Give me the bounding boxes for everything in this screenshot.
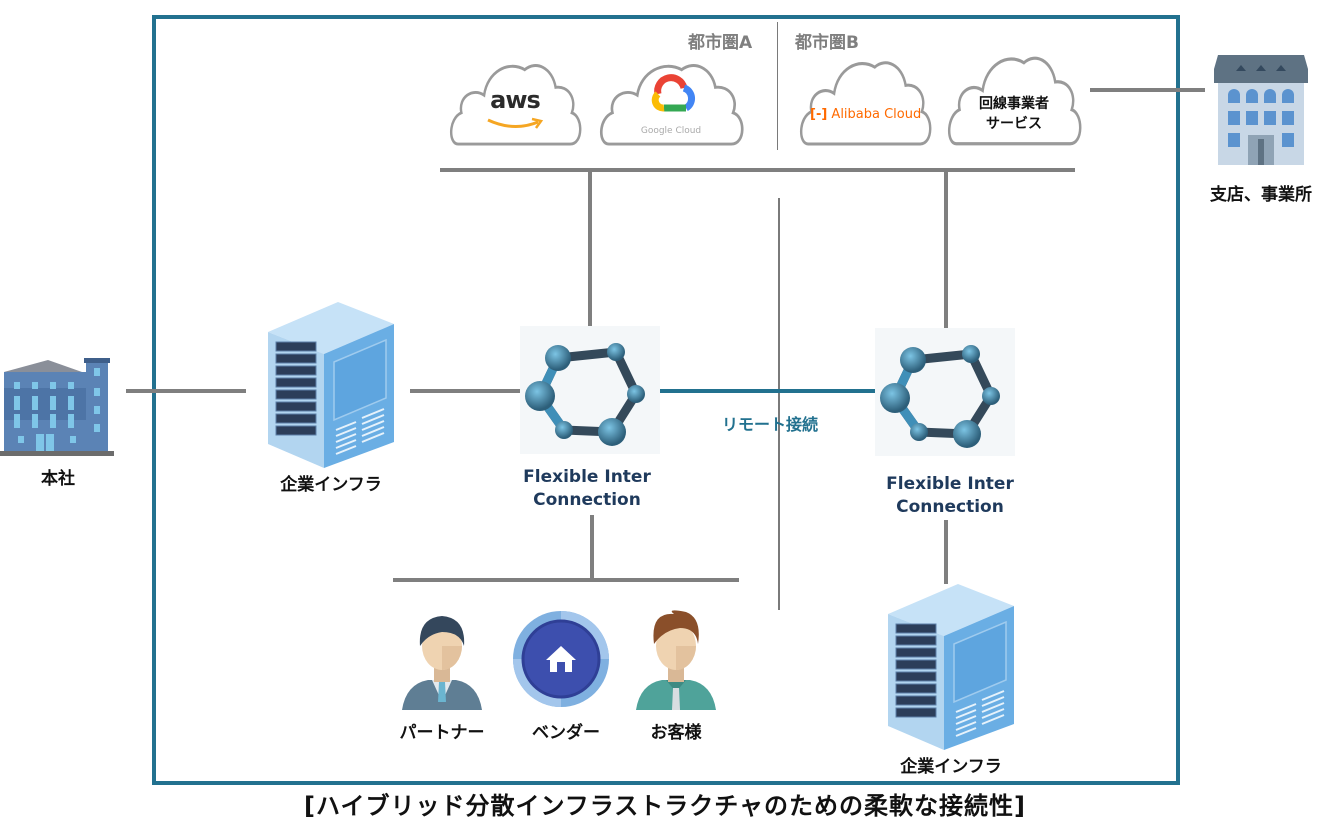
customer-icon bbox=[636, 610, 716, 710]
connector-right-fic-up bbox=[944, 172, 948, 328]
enterprise-infra-right bbox=[888, 584, 1014, 750]
office-building-icon bbox=[1214, 55, 1308, 165]
diagram-frame bbox=[152, 15, 1180, 785]
connector-infra-fic bbox=[410, 389, 520, 393]
connector-fic-parties bbox=[590, 515, 594, 580]
enterprise-infra-right-label: 企業インフラ bbox=[900, 757, 1002, 777]
connector-hq bbox=[126, 389, 246, 393]
branch-office bbox=[1214, 53, 1308, 165]
cloud-aws: aws bbox=[449, 58, 582, 148]
connector-left-fic-up bbox=[588, 172, 592, 328]
aws-smile-icon bbox=[487, 117, 544, 129]
region-divider-top bbox=[777, 22, 778, 150]
server-rack-icon bbox=[268, 302, 394, 468]
vendor bbox=[512, 610, 610, 708]
enterprise-infra-left bbox=[268, 302, 394, 468]
fic-left bbox=[520, 326, 660, 454]
cloud-google: Google Cloud bbox=[599, 58, 744, 148]
carrier-line2: サービス bbox=[986, 116, 1042, 132]
businessman-icon bbox=[402, 616, 482, 710]
region-a-label: 都市圏A bbox=[688, 33, 753, 53]
network-hexagon-icon bbox=[525, 343, 645, 446]
branch-office-label: 支店、事業所 bbox=[1210, 185, 1312, 205]
region-b-label: 都市圏B bbox=[795, 33, 859, 53]
carrier-line1: 回線事業者 bbox=[979, 96, 1049, 112]
cloud-bus-line bbox=[440, 168, 1075, 172]
remote-link-label: リモート接続 bbox=[722, 415, 819, 434]
fic-left-line2: Connection bbox=[533, 490, 641, 510]
region-divider-main bbox=[778, 198, 780, 610]
customer-label: お客様 bbox=[650, 723, 702, 743]
alibaba-cloud-text: Alibaba Cloud bbox=[831, 107, 922, 122]
network-hexagon-icon bbox=[880, 345, 1000, 448]
parties-bus-line bbox=[393, 578, 739, 582]
fic-right-line2: Connection bbox=[896, 497, 1004, 517]
fic-right bbox=[875, 328, 1015, 456]
headquarters-label: 本社 bbox=[41, 469, 75, 489]
partner-label: パートナー bbox=[399, 723, 485, 743]
cloud-alibaba: [-] Alibaba Cloud bbox=[799, 55, 932, 148]
fic-right-label: Flexible Inter Connection bbox=[850, 473, 1050, 519]
server-rack-icon bbox=[888, 584, 1014, 750]
fic-right-line1: Flexible Inter bbox=[886, 474, 1014, 494]
enterprise-infra-left-label: 企業インフラ bbox=[280, 475, 382, 495]
fic-left-label: Flexible Inter Connection bbox=[487, 466, 687, 512]
alibaba-bracket-icon: [-] bbox=[810, 107, 828, 122]
vendor-label: ベンダー bbox=[532, 723, 600, 743]
alibaba-cloud-logo: [-] Alibaba Cloud bbox=[810, 107, 930, 122]
customer bbox=[636, 608, 716, 710]
headquarters bbox=[0, 358, 116, 458]
google-cloud-text: Google Cloud bbox=[640, 126, 702, 136]
google-cloud-logo bbox=[651, 74, 695, 112]
cloud-carrier: 回線事業者 サービス bbox=[947, 50, 1082, 148]
diagram-caption: [ハイブリッド分散インフラストラクチャのための柔軟な接続性] bbox=[303, 792, 1026, 820]
building-icon bbox=[0, 358, 114, 456]
home-badge-icon bbox=[513, 611, 609, 707]
aws-logo: aws bbox=[490, 86, 541, 114]
partner bbox=[402, 610, 482, 710]
remote-link-line bbox=[660, 389, 875, 393]
connector-fic-infra-right bbox=[944, 520, 948, 584]
fic-left-line1: Flexible Inter bbox=[523, 467, 651, 487]
cloud-icon bbox=[799, 61, 932, 146]
connector-branch bbox=[1090, 88, 1205, 92]
